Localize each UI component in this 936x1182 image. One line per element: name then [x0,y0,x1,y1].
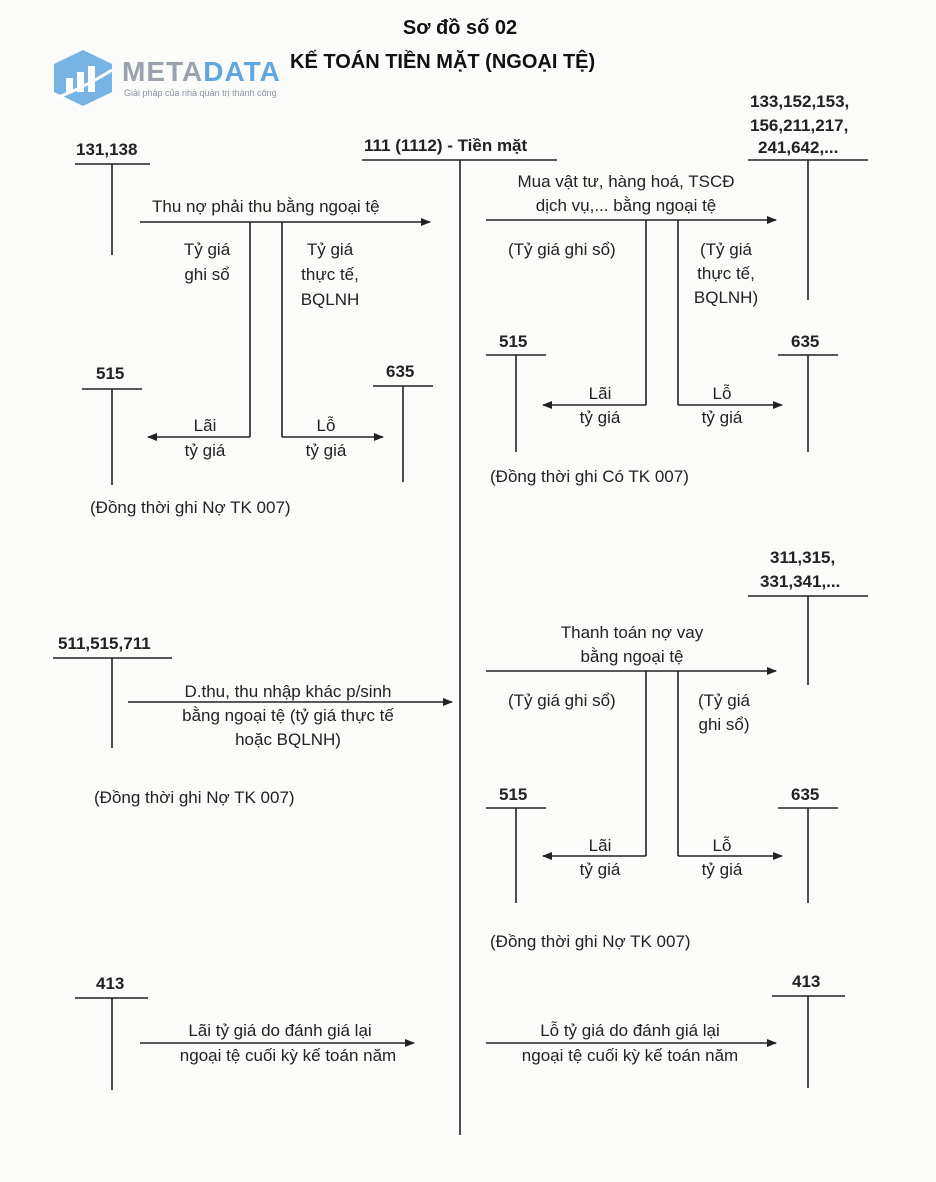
dthu-line3: hoặc BQLNH) [235,730,341,749]
account-413-left-label: 413 [96,974,125,993]
watermark-brand: METADATA [122,56,281,87]
lai-413-line2: ngoại tệ cuối kỳ kế toán năm [179,1046,397,1065]
mua-line2: dịch vụ,... bằng ngoại tệ [535,196,717,215]
lai-label-line2: tỷ giá [184,441,226,460]
right-ty-gia-thuc-te-line1: (Tỷ giá [700,240,752,259]
account-133-line3: 241,642,... [758,138,839,157]
right-ty-gia-thuc-te-line2: thực tế, [697,264,755,283]
diagram-number: Sơ đồ số 02 [402,17,518,39]
ty-gia-ghi-so-line1: Tỷ giá [183,240,231,259]
right-ty-gia-ghi-so-3-line2: ghi sổ) [698,715,750,734]
right-lo2-line2: tỷ giá [701,860,743,879]
account-635-right-2-label: 635 [791,785,820,804]
note-no-007-3: (Đồng thời ghi Nợ TK 007) [490,932,691,951]
account-515-right-2-label: 515 [499,785,528,804]
account-515-right-label: 515 [499,332,528,351]
note-no-007-1: (Đồng thời ghi Nợ TK 007) [90,498,291,517]
account-635-left-label: 635 [386,362,415,381]
lo-label-line1: Lỗ [316,416,336,435]
thanh-toan-line1: Thanh toán nợ vay [560,623,704,642]
diagram-title: KẾ TOÁN TIỀN MẶT (NGOẠI TỆ) [290,51,596,73]
dthu-line1: D.thu, thu nhập khác p/sinh [184,682,392,701]
lo-413-line2: ngoại tệ cuối kỳ kế toán năm [521,1046,739,1065]
right-lai-line1: Lãi [588,384,612,403]
lo-413-line1: Lỗ tỷ giá do đánh giá lại [540,1021,720,1040]
dthu-line2: bằng ngoại tệ (tỷ giá thực tế [182,706,394,725]
ty-gia-thuc-te-line3: BQLNH [300,290,360,309]
lai-413-line1: Lãi tỷ giá do đánh giá lại [188,1021,372,1040]
ty-gia-thuc-te-line2: thực tế, [301,265,359,284]
account-131-label: 131,138 [76,140,138,159]
right-lai-line2: tỷ giá [579,408,621,427]
account-311-line1: 311,315, [770,548,836,567]
note-no-007-2: (Đồng thời ghi Nợ TK 007) [94,788,295,807]
account-515-left-label: 515 [96,364,125,383]
ty-gia-ghi-so-line2: ghi sổ [184,265,230,284]
mua-line1: Mua vật tư, hàng hoá, TSCĐ [517,172,735,191]
right-lai2-line1: Lãi [588,836,612,855]
account-413-right-label: 413 [792,972,821,991]
account-111-label: 111 (1112) - Tiền mặt [364,136,528,155]
right-lo-line1: Lỗ [712,384,732,403]
thu-no-label: Thu nợ phải thu bằng ngoại tệ [152,197,380,216]
account-635-right-label: 635 [791,332,820,351]
account-133-line1: 133,152,153, [750,92,850,111]
right-ty-gia-ghi-so: (Tỷ giá ghi sổ) [508,240,616,259]
note-co-007: (Đồng thời ghi Có TK 007) [490,467,689,486]
ty-gia-thuc-te-line1: Tỷ giá [306,240,354,259]
lo-label-line2: tỷ giá [305,441,347,460]
account-311-line2: 331,341,... [760,572,841,591]
thanh-toan-line2: bằng ngoại tệ [580,647,684,666]
right-lo2-line1: Lỗ [712,836,732,855]
watermark-tagline: Giải pháp của nhà quản trị thành công [124,88,277,98]
building-chart-icon [54,50,113,106]
right-lai2-line2: tỷ giá [579,860,621,879]
right-ty-gia-ghi-so-3-line1: (Tỷ giá [698,691,750,710]
right-ty-gia-ghi-so-2: (Tỷ giá ghi sổ) [508,691,616,710]
account-511-label: 511,515,711 [58,634,151,653]
account-133-line2: 156,211,217, [750,116,849,135]
lai-label-line1: Lãi [193,416,217,435]
right-lo-line2: tỷ giá [701,408,743,427]
right-ty-gia-thuc-te-line3: BQLNH) [693,288,759,307]
